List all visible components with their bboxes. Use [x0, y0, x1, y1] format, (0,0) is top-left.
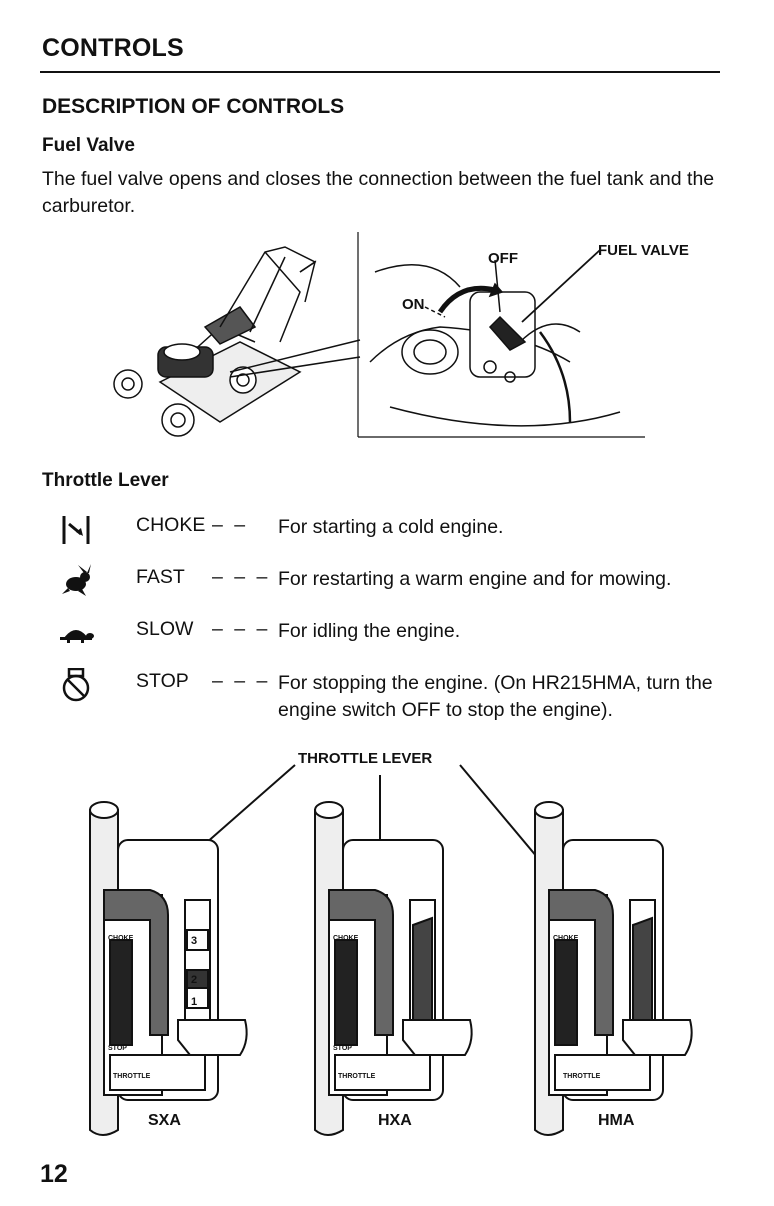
header-rule: [40, 71, 720, 73]
fuel-valve-callout: FUEL VALVE: [598, 242, 689, 259]
off-label: OFF: [488, 250, 518, 267]
throttle-row-choke: CHOKE – – For starting a cold engine.: [40, 512, 740, 552]
fast-description: For restarting a warm engine and for mow…: [278, 568, 672, 590]
choke-text-hxa: CHOKE: [333, 935, 359, 942]
on-label: ON: [402, 296, 425, 313]
choke-dash: – –: [212, 514, 249, 536]
stop-dash: – – –: [212, 670, 271, 692]
rabbit-icon: [62, 564, 91, 596]
fuel-valve-heading: Fuel Valve: [42, 135, 135, 156]
model-label-hxa: HXA: [378, 1112, 412, 1129]
throttle-panel-hma: [534, 801, 693, 1136]
throttle-panel-sxa: [89, 801, 248, 1136]
lawn-mower-illustration: [113, 246, 361, 437]
position-3: 3: [191, 935, 197, 947]
section-title: CONTROLS: [42, 34, 184, 62]
throttle-lever-illustration: CHOKE STOP THROTTLE CHOKE STOP THROTTLE …: [89, 764, 693, 1136]
page-number: 12: [40, 1160, 68, 1188]
throttle-text-hma: THROTTLE: [563, 1073, 601, 1080]
choke-description: For starting a cold engine.: [278, 516, 504, 538]
stop-label: STOP: [136, 670, 189, 692]
throttle-row-stop: STOP – – – For stopping the engine. (On …: [40, 668, 740, 728]
fuel-valve-closeup: [369, 249, 621, 427]
position-2: 2: [191, 974, 197, 986]
stop-text-hxa: STOP: [333, 1045, 352, 1052]
choke-text-hma: CHOKE: [553, 935, 579, 942]
fuel-valve-description: The fuel valve opens and closes the conn…: [42, 168, 715, 217]
slow-description: For idling the engine.: [278, 620, 461, 642]
choke-icon: [62, 516, 90, 544]
throttle-text-hxa: THROTTLE: [338, 1073, 376, 1080]
slow-dash: – – –: [212, 618, 271, 640]
slow-label: SLOW: [136, 618, 194, 640]
model-label-hma: HMA: [598, 1112, 635, 1129]
throttle-panel-hxa: [314, 801, 473, 1136]
turtle-icon: [60, 630, 94, 643]
fuel-valve-illustration: [113, 232, 645, 438]
throttle-lever-heading: Throttle Lever: [42, 470, 169, 491]
throttle-row-fast: FAST – – – For restarting a warm engine …: [40, 564, 740, 604]
position-1: 1: [191, 996, 197, 1008]
choke-text-sxa: CHOKE: [108, 935, 134, 942]
stop-description: For stopping the engine. (On HR215HMA, t…: [278, 672, 713, 721]
throttle-lever-callout: THROTTLE LEVER: [298, 750, 433, 767]
stop-icon: [62, 668, 90, 702]
throttle-row-slow: SLOW – – – For idling the engine.: [40, 616, 740, 656]
fast-label: FAST: [136, 566, 185, 588]
subsection-title: DESCRIPTION OF CONTROLS: [42, 95, 345, 118]
fast-dash: – – –: [212, 566, 271, 588]
model-label-sxa: SXA: [148, 1112, 181, 1129]
stop-text-sxa: STOP: [108, 1045, 127, 1052]
choke-label: CHOKE: [136, 514, 206, 536]
throttle-text-sxa: THROTTLE: [113, 1073, 151, 1080]
